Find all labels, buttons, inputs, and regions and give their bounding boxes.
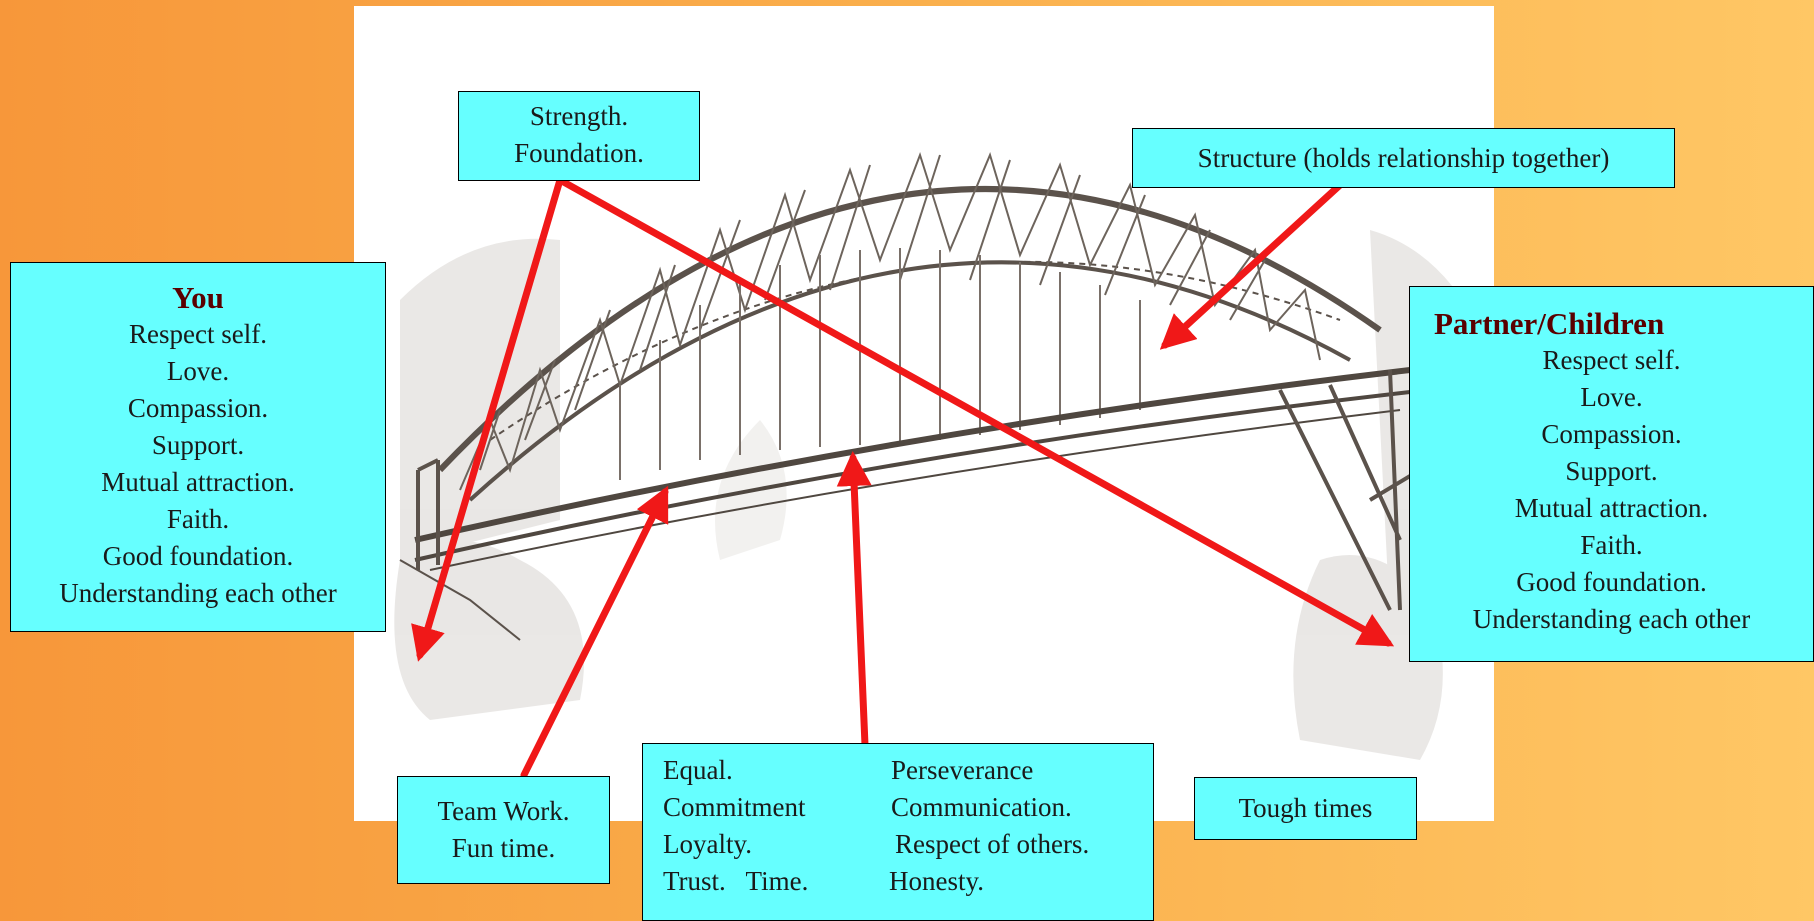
structure-label: Structure (holds relationship together) [1197,143,1610,173]
strength-line1: Strength. [529,101,629,131]
you-item: Support. [151,430,245,460]
bridge-truss [459,151,1321,491]
values-cell: Equal. [663,755,733,785]
structure-box: Structure (holds relationship together) [1132,128,1675,188]
values-row: Loyalty. Respect of others. [663,826,1153,863]
sketch-shading [394,230,1480,760]
you-item: Compassion. [127,393,269,423]
arrow-values-to-deck [836,451,872,749]
you-item: Love. [166,356,230,386]
you-title: You [172,280,224,315]
partner-item: Compassion. [1541,419,1682,449]
partner-item: Mutual attraction. [1514,493,1709,523]
bridge-supports-right [1278,369,1422,611]
bridge-deck [414,367,1411,571]
teamwork-line2: Fun time. [451,833,556,863]
values-cell: Honesty. [889,866,984,896]
partner-item: Understanding each other [1472,604,1751,634]
tough-times-box: Tough times [1194,777,1417,840]
you-item: Good foundation. [102,541,294,571]
values-cell: Respect of others. [895,829,1090,859]
strength-line2: Foundation. [514,138,644,168]
strength-box: Strength. Foundation. [458,91,700,181]
arrow-teamwork-to-deck [520,485,669,779]
partner-item: Love. [1580,382,1643,412]
values-row: Commitment Communication. [663,789,1153,826]
partner-title: Partner/Children [1434,306,1665,341]
values-cell: Trust. Time. [663,866,809,896]
teamwork-line1: Team Work. [437,796,570,826]
partner-item: Respect self. [1542,345,1681,375]
tough-times-label: Tough times [1238,793,1373,823]
values-row: Equal. Perseverance [663,752,1153,789]
bridge-tower-left [399,458,521,641]
you-item: Mutual attraction. [101,467,295,497]
partner-item: Good foundation. [1516,567,1707,597]
partner-item: Support. [1565,456,1658,486]
you-item: Faith. [166,504,230,534]
you-item: Respect self. [129,319,267,349]
values-cell: Commitment [663,792,806,822]
you-item: Understanding each other [59,578,337,608]
values-cell: Perseverance [891,755,1034,785]
partner-item: Faith. [1580,530,1643,560]
values-box: Equal. Perseverance Commitment Communica… [642,743,1154,921]
arrow-structure-to-arch [1159,181,1344,350]
arrow-strength-to-right-base [556,176,1395,647]
annotation-arrows [411,176,1395,779]
values-cell: Communication. [891,792,1072,822]
teamwork-box: Team Work. Fun time. [397,776,610,884]
arrow-strength-to-left-base [411,176,564,662]
bridge-arch [437,186,1382,502]
values-cell: Loyalty. [663,829,752,859]
values-row: Trust. Time. Honesty. [663,863,1153,900]
you-box: You Respect self. Love. Compassion. Supp… [10,262,386,632]
partner-box: Partner/Children Respect self. Love. Com… [1409,286,1814,662]
